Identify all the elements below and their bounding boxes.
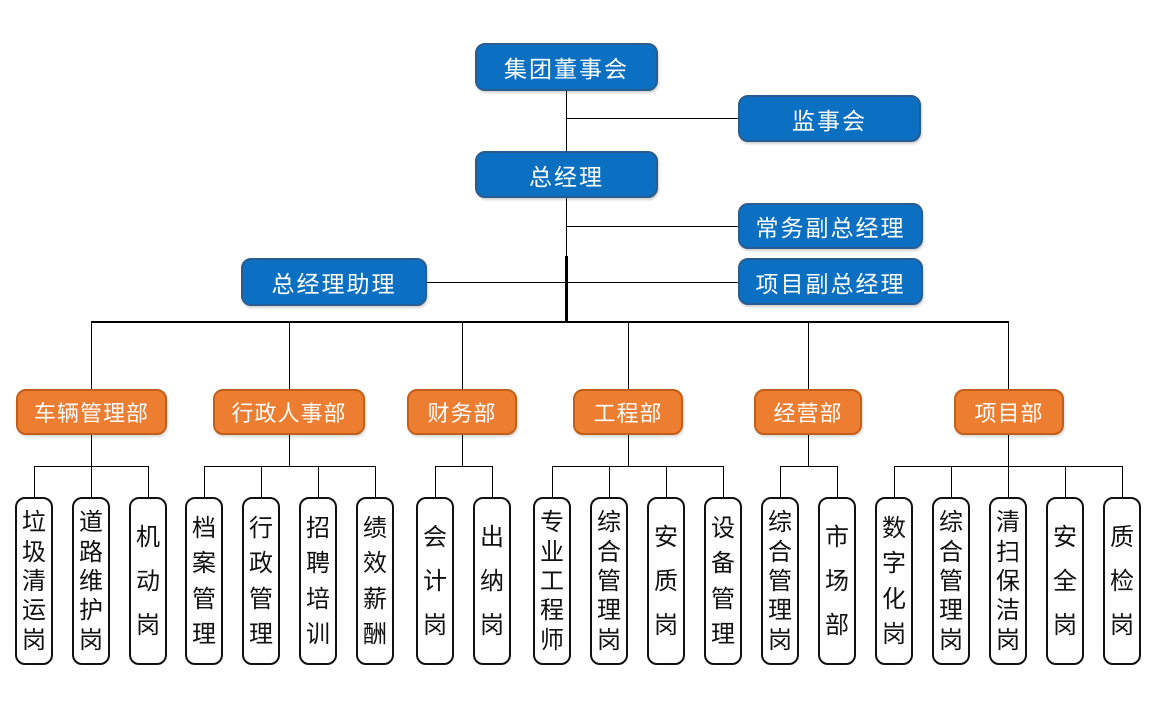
connector bbox=[461, 321, 463, 389]
node-supervisory-board: 监事会 bbox=[738, 95, 921, 142]
position-box: 质检岗 bbox=[1103, 497, 1141, 665]
connector bbox=[491, 466, 493, 497]
position-box: 绩效薪酬 bbox=[356, 497, 394, 665]
connector bbox=[90, 321, 1009, 323]
position-box: 档案管理 bbox=[185, 497, 223, 665]
position-box: 综合管理岗 bbox=[590, 497, 628, 665]
dept-project: 项目部 bbox=[954, 389, 1064, 435]
connector bbox=[1007, 321, 1009, 389]
position-box: 市场部 bbox=[818, 497, 856, 665]
connector bbox=[779, 465, 838, 467]
dept-operations: 经营部 bbox=[754, 389, 862, 435]
position-box: 机动岗 bbox=[129, 497, 167, 665]
position-box: 道路维护岗 bbox=[72, 497, 110, 665]
connector bbox=[627, 321, 629, 389]
connector bbox=[836, 466, 838, 497]
connector bbox=[260, 466, 262, 497]
position-box: 设备管理 bbox=[704, 497, 742, 665]
connector bbox=[565, 91, 567, 151]
dept-admin-hr: 行政人事部 bbox=[213, 389, 365, 435]
connector bbox=[566, 117, 738, 119]
node-gm-assistant: 总经理助理 bbox=[241, 258, 427, 306]
node-project-deputy-gm: 项目副总经理 bbox=[738, 258, 923, 305]
connector bbox=[147, 466, 149, 497]
node-group-board: 集团董事会 bbox=[475, 43, 658, 91]
position-box: 会计岗 bbox=[416, 497, 454, 665]
node-general-manager: 总经理 bbox=[475, 151, 658, 198]
connector bbox=[1064, 466, 1066, 497]
connector bbox=[427, 281, 738, 283]
connector bbox=[807, 435, 809, 466]
position-box: 综合管理岗 bbox=[932, 497, 970, 665]
position-box: 垃圾清运岗 bbox=[15, 497, 53, 665]
connector bbox=[434, 465, 493, 467]
connector bbox=[288, 321, 290, 389]
connector bbox=[434, 466, 436, 497]
connector bbox=[551, 465, 724, 467]
node-executive-deputy-gm: 常务副总经理 bbox=[738, 203, 923, 249]
connector bbox=[317, 466, 319, 497]
dept-vehicle-management: 车辆管理部 bbox=[16, 389, 167, 435]
connector bbox=[203, 465, 376, 467]
position-box: 清扫保洁岗 bbox=[989, 497, 1027, 665]
connector bbox=[608, 466, 610, 497]
connector bbox=[33, 466, 35, 497]
connector bbox=[1121, 466, 1123, 497]
connector bbox=[722, 466, 724, 497]
position-box: 安质岗 bbox=[647, 497, 685, 665]
position-box: 专业工程师 bbox=[533, 497, 571, 665]
connector bbox=[203, 466, 205, 497]
connector bbox=[374, 466, 376, 497]
connector bbox=[807, 321, 809, 389]
connector bbox=[627, 435, 629, 466]
connector bbox=[893, 466, 895, 497]
connector bbox=[665, 466, 667, 497]
connector bbox=[90, 321, 92, 389]
connector bbox=[566, 225, 738, 227]
connector bbox=[551, 466, 553, 497]
connector bbox=[288, 435, 290, 466]
connector bbox=[1007, 466, 1009, 497]
position-box: 综合管理岗 bbox=[761, 497, 799, 665]
connector bbox=[461, 435, 463, 466]
connector bbox=[565, 256, 568, 322]
position-box: 招聘培训 bbox=[299, 497, 337, 665]
position-box: 出纳岗 bbox=[473, 497, 511, 665]
connector bbox=[950, 466, 952, 497]
connector bbox=[1007, 435, 1009, 466]
connector bbox=[779, 466, 781, 497]
position-box: 行政管理 bbox=[242, 497, 280, 665]
connector bbox=[90, 466, 92, 497]
connector bbox=[90, 435, 92, 466]
dept-engineering: 工程部 bbox=[573, 389, 683, 435]
position-box: 数字化岗 bbox=[875, 497, 913, 665]
position-box: 安全岗 bbox=[1046, 497, 1084, 665]
dept-finance: 财务部 bbox=[407, 389, 517, 435]
connector bbox=[565, 198, 567, 258]
